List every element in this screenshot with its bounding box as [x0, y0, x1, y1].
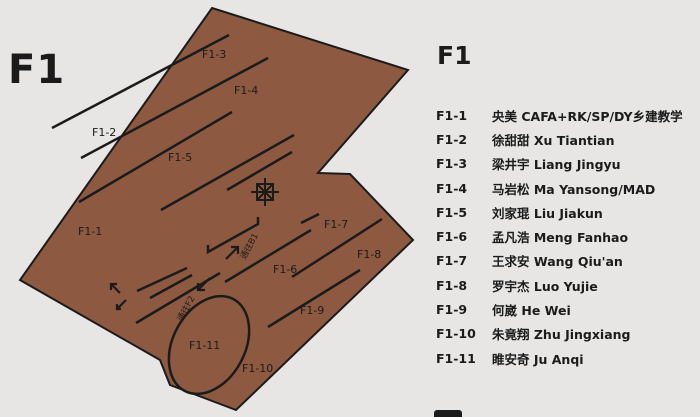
legend-code: F1-3 — [436, 156, 468, 172]
legend-name: 罗宇杰 Luo Yujie — [492, 278, 598, 294]
next-floor-heading-partial — [434, 410, 462, 417]
zone-label-f1-6: F1-6 — [273, 263, 297, 276]
legend-name: 马岩松 Ma Yansong/MAD — [492, 181, 656, 197]
legend-code: F1-4 — [436, 180, 468, 196]
legend-item: F1-10 朱竟翔 Zhu Jingxiang — [436, 322, 683, 346]
zone-label-f1-1: F1-1 — [78, 225, 102, 238]
legend-name: 梁井宇 Liang Jingyu — [492, 157, 621, 173]
legend-item: F1-6 孟凡浩 Meng Fanhao — [436, 224, 683, 248]
legend-code: F1-1 — [436, 107, 468, 123]
legend-code: F1-10 — [436, 326, 476, 342]
legend-name: 央美 CAFA+RK/SP/DY乡建教学 — [492, 108, 683, 124]
zone-label-f1-7: F1-7 — [324, 218, 348, 231]
legend-name: 王求安 Wang Qiu'an — [492, 254, 623, 270]
zone-label-f1-10: F1-10 — [242, 362, 273, 375]
legend-name: 朱竟翔 Zhu Jingxiang — [492, 327, 631, 343]
legend-item: F1-5 刘家琨 Liu Jiakun — [436, 200, 683, 224]
legend-name: 孟凡浩 Meng Fanhao — [492, 230, 629, 246]
legend-name: 徐甜甜 Xu Tiantian — [492, 132, 615, 148]
legend-code: F1-2 — [436, 131, 468, 147]
legend-item: F1-7 王求安 Wang Qiu'an — [436, 249, 683, 273]
legend-code: F1-9 — [436, 302, 468, 318]
legend-item: F1-11 睢安奇 Ju Anqi — [436, 346, 683, 370]
zone-label-f1-5: F1-5 — [168, 151, 192, 164]
legend-name: 何崴 He Wei — [492, 303, 571, 319]
legend-list: F1-1 央美 CAFA+RK/SP/DY乡建教学 F1-2 徐甜甜 Xu Tian… — [436, 103, 683, 370]
legend-item: F1-4 马岩松 Ma Yansong/MAD — [436, 176, 683, 200]
legend-code: F1-5 — [436, 204, 468, 220]
zone-label-f1-8: F1-8 — [357, 248, 381, 261]
legend-item: F1-8 罗宇杰 Luo Yujie — [436, 273, 683, 297]
to-b1-arrow-icon — [225, 245, 240, 260]
legend-code: F1-11 — [436, 350, 476, 366]
zone-f1-11-round-room — [167, 294, 251, 396]
zone-label-f1-3: F1-3 — [202, 48, 226, 61]
legend-name: 睢安奇 Ju Anqi — [492, 351, 584, 367]
entrance-arrows-icon — [109, 282, 127, 311]
legend-item: F1-1 央美 CAFA+RK/SP/DY乡建教学 — [436, 103, 683, 127]
legend-name: 刘家琨 Liu Jiakun — [492, 205, 603, 221]
to-f2-arrow-icon — [196, 277, 211, 292]
zone-label-f1-2: F1-2 — [92, 126, 116, 139]
legend-code: F1-7 — [436, 253, 468, 269]
legend-title: F1 — [437, 41, 472, 70]
legend-item: F1-2 徐甜甜 Xu Tiantian — [436, 127, 683, 151]
legend-code: F1-6 — [436, 229, 468, 245]
zone-label-f1-9: F1-9 — [300, 304, 324, 317]
legend-item: F1-9 何崴 He Wei — [436, 297, 683, 321]
legend-item: F1-3 梁井宇 Liang Jingyu — [436, 152, 683, 176]
zone-label-f1-11: F1-11 — [189, 339, 220, 352]
floor-title-large: F1 — [8, 47, 66, 93]
legend-code: F1-8 — [436, 277, 468, 293]
zone-label-f1-4: F1-4 — [234, 84, 258, 97]
elevator-icon — [251, 178, 279, 206]
interior-walls — [51, 33, 383, 329]
